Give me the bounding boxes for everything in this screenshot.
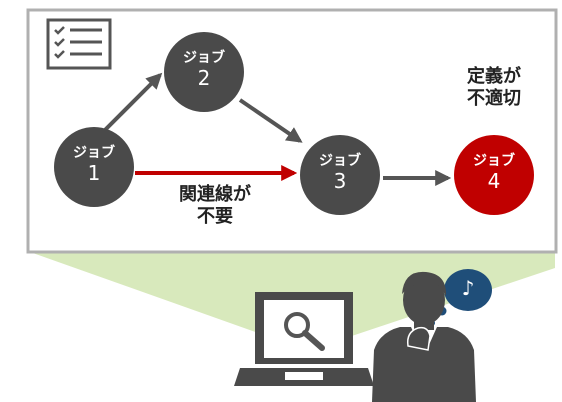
- job3-label: ジョブ 3: [310, 153, 370, 193]
- checklist-icon: [46, 18, 112, 70]
- laptop-icon: [234, 292, 374, 386]
- music-note-icon: ♪: [461, 276, 475, 300]
- edge-job1-job2: [103, 72, 163, 132]
- node-job3: [300, 135, 380, 215]
- job1-label: ジョブ 1: [64, 145, 124, 185]
- node-job2: [164, 32, 244, 112]
- job2-label: ジョブ 2: [174, 50, 234, 90]
- job4-label: ジョブ 4: [464, 153, 524, 193]
- job1-number: 1: [87, 161, 101, 185]
- magnifier-icon: [284, 312, 325, 351]
- job2-number: 2: [197, 66, 211, 90]
- unnecessary-relation-note: 関連線が 不要: [179, 184, 251, 227]
- job2-title: ジョブ: [183, 50, 225, 66]
- job4-number: 4: [487, 169, 501, 193]
- job3-number: 3: [333, 169, 347, 193]
- node-job1: [54, 127, 134, 207]
- node-job4: [454, 135, 534, 215]
- edge-job2-job3: [238, 98, 303, 143]
- person-icon: [372, 271, 476, 402]
- job4-title: ジョブ: [473, 153, 515, 169]
- job1-title: ジョブ: [73, 145, 115, 161]
- job3-title: ジョブ: [319, 153, 361, 169]
- improper-definition-note: 定義が 不適切: [467, 66, 521, 109]
